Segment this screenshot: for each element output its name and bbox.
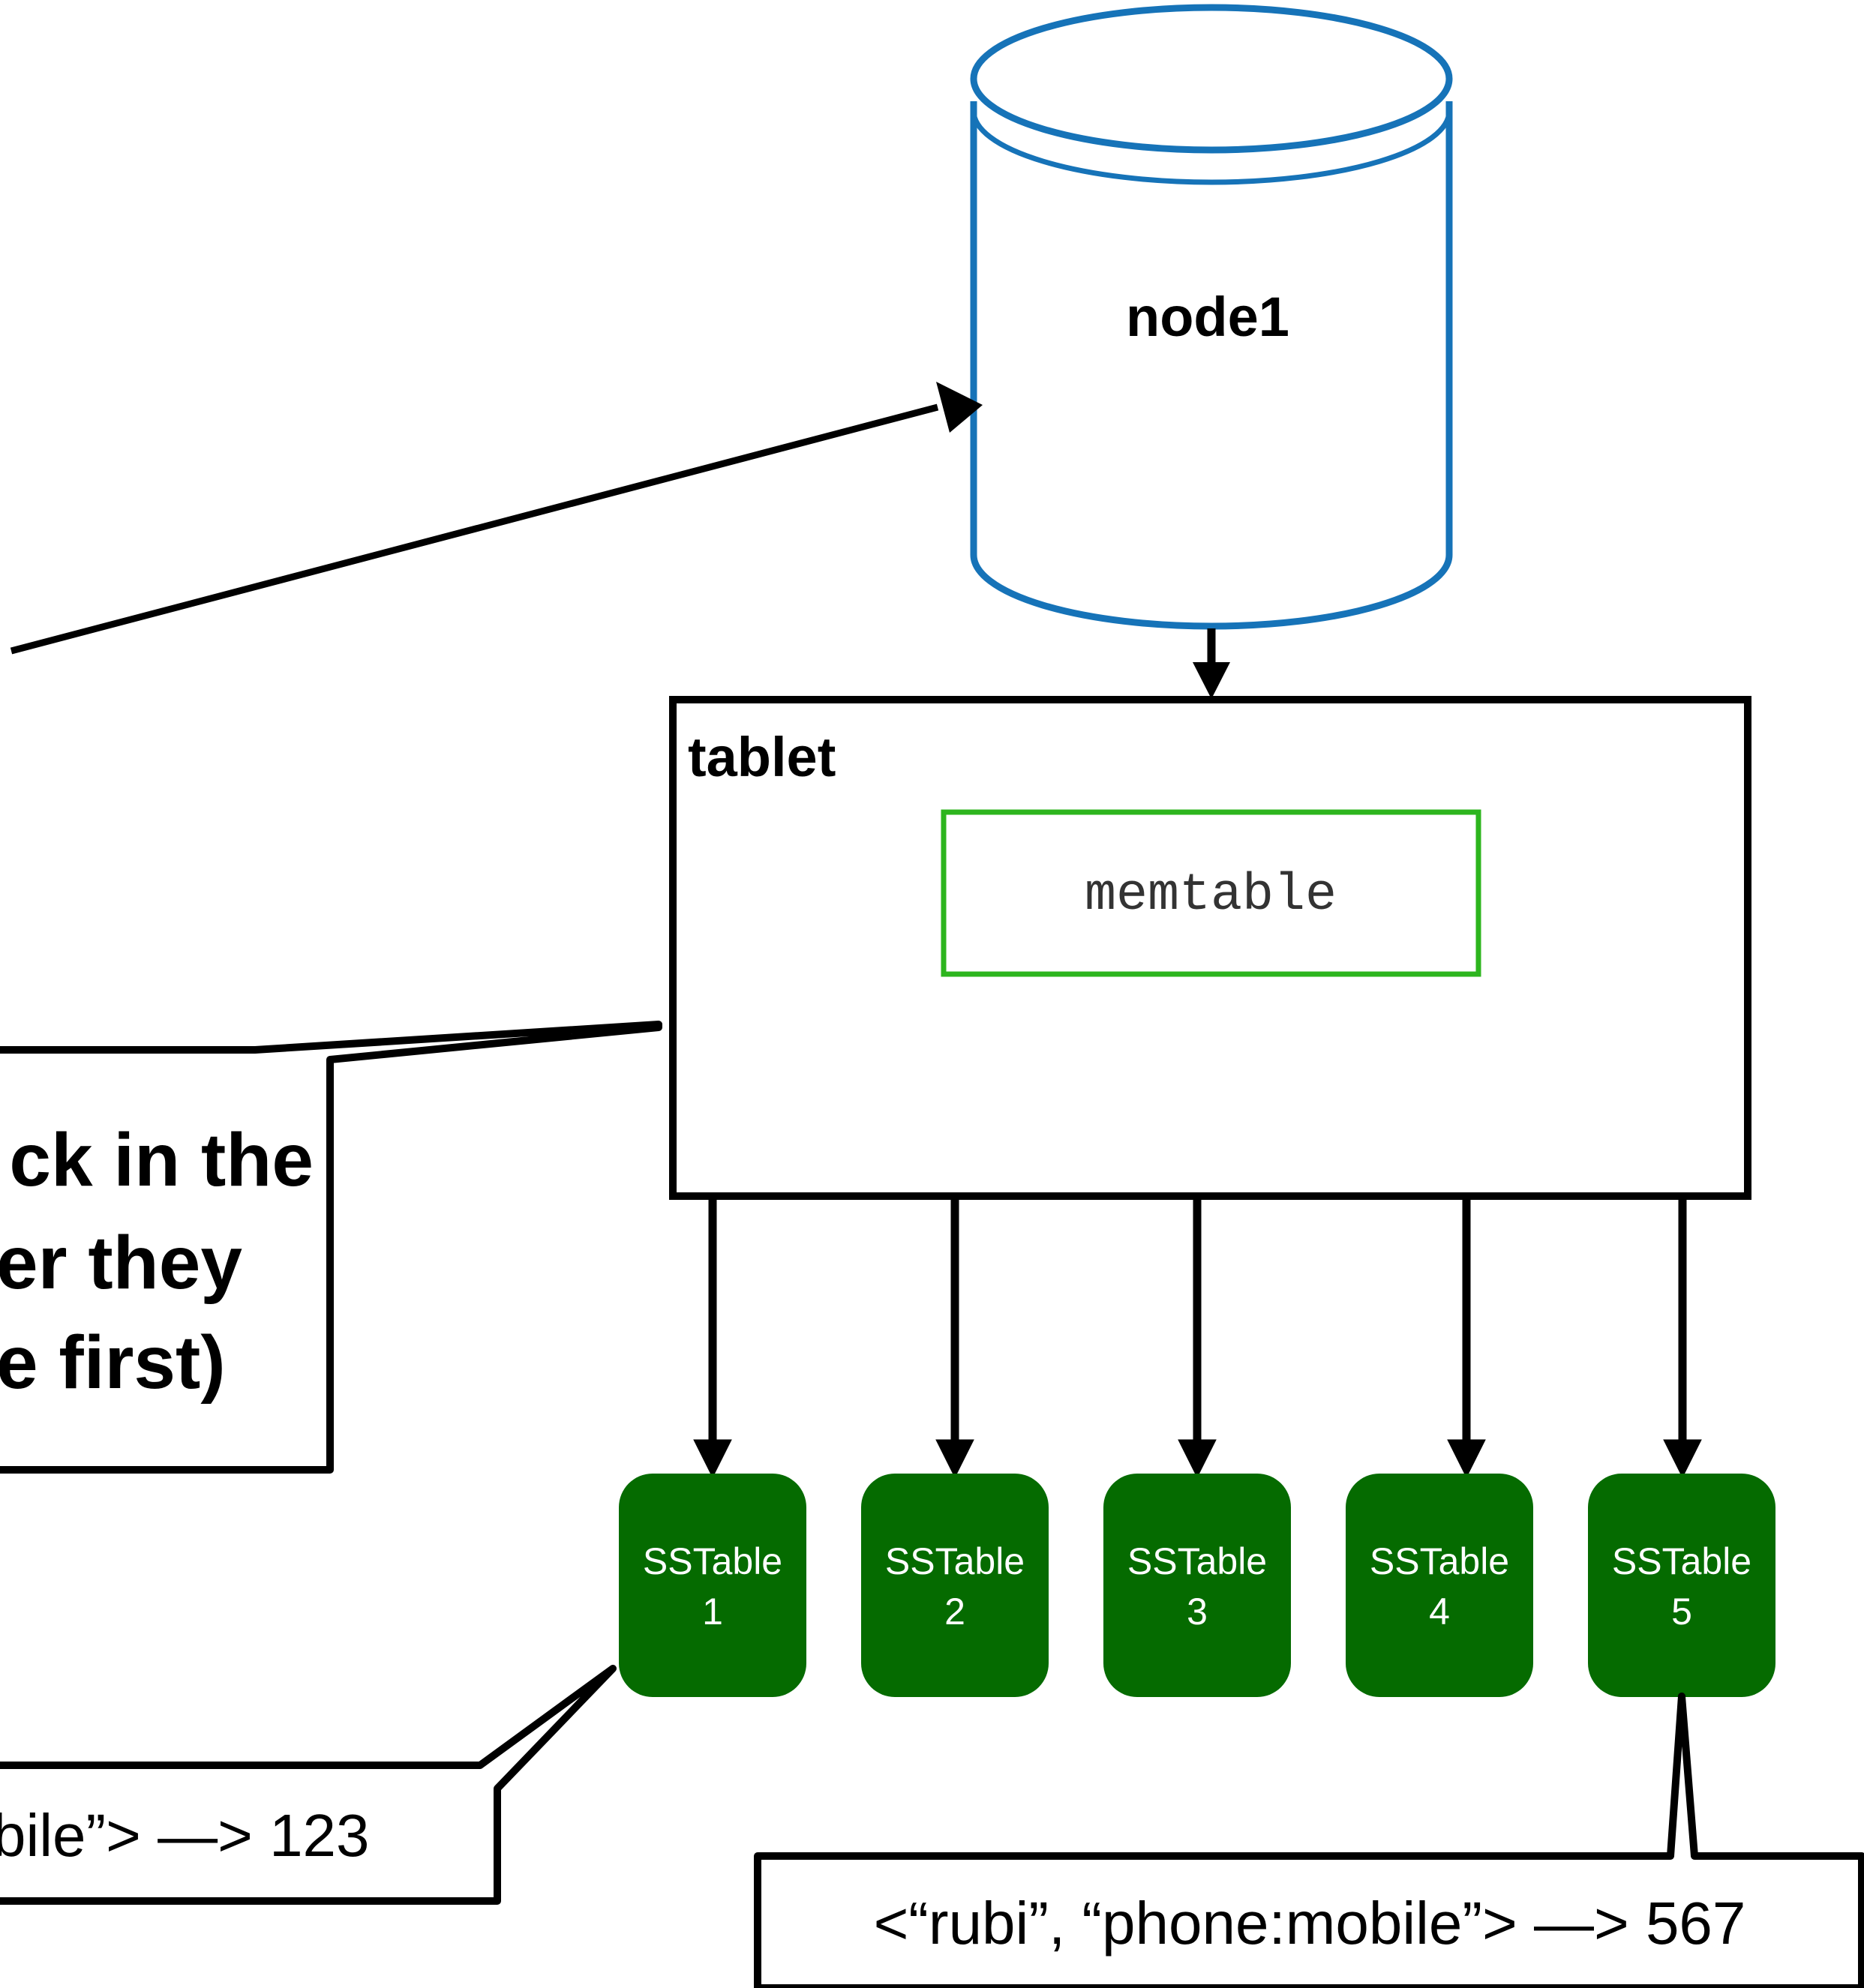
sstable-5-title: SSTable (1612, 1540, 1751, 1582)
sstable-5-number: 5 (1671, 1591, 1692, 1633)
sstable-4-number: 4 (1429, 1591, 1450, 1633)
sstable5-entry-callout (754, 1693, 1864, 1988)
arrow-node1-to-tablet (1193, 628, 1230, 699)
sstable1-entry-callout (0, 1665, 617, 1905)
sstable-1-title: SSTable (643, 1540, 782, 1582)
sstable-3-number: 3 (1187, 1591, 1208, 1633)
order-note-line1: ck in the (9, 1118, 314, 1202)
sstable5-entry-text: <“rubi”, “phone:mobile”> —> 567 (874, 1890, 1746, 1957)
sstable1-entry-text: bile”> —> 123 (0, 1802, 370, 1869)
sstable-5: SSTable 5 (1588, 1474, 1775, 1697)
sstable-2-title: SSTable (885, 1540, 1025, 1582)
memtable-box (941, 809, 1481, 977)
node1-database-icon (970, 4, 1453, 630)
sstable-1: SSTable 1 (619, 1474, 806, 1697)
sstable-4: SSTable 4 (1346, 1474, 1533, 1697)
order-note-line3: e first) (0, 1321, 226, 1405)
order-note-callout (0, 1021, 662, 1474)
sstable-4-title: SSTable (1370, 1540, 1509, 1582)
node1-label: node1 (1126, 286, 1289, 348)
arrows-tablet-to-sstables (693, 1198, 1702, 1479)
tablet-label: tablet (688, 726, 836, 788)
arrow-to-node1 (10, 382, 983, 655)
memtable-label: memtable (1085, 866, 1337, 925)
sstable-2-number: 2 (944, 1591, 965, 1633)
sstable-3: SSTable 3 (1103, 1474, 1291, 1697)
sstable-3-title: SSTable (1127, 1540, 1267, 1582)
order-note-line2: er they (0, 1221, 242, 1305)
sstable-2: SSTable 2 (861, 1474, 1049, 1697)
sstable-1-number: 1 (702, 1591, 723, 1633)
